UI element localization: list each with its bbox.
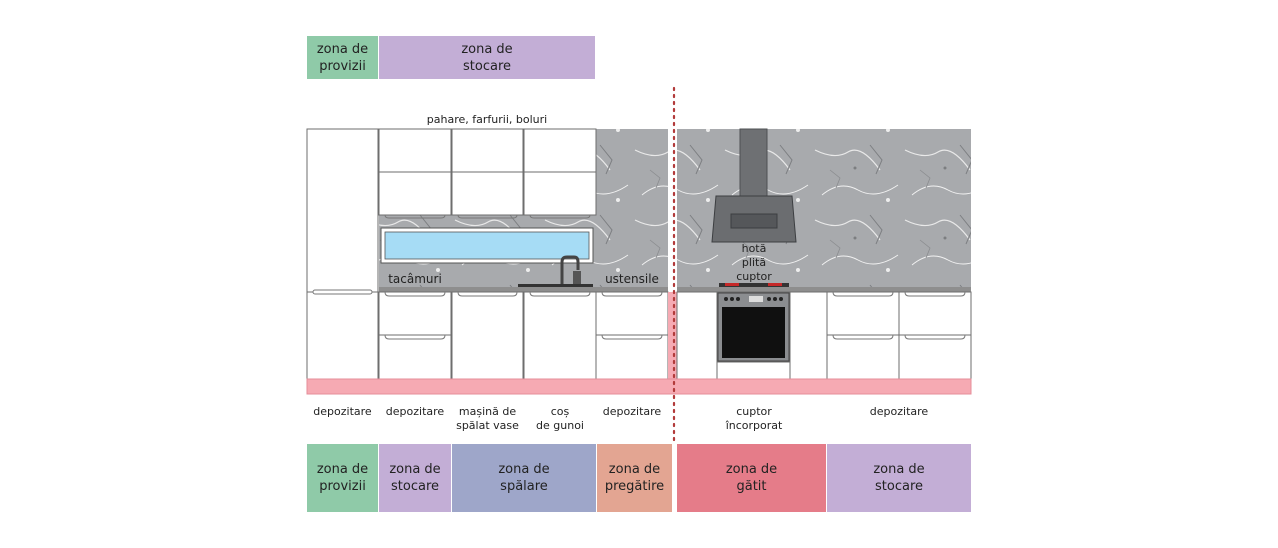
backsplash-mid: [596, 129, 668, 287]
upper-cabinet: [378, 128, 452, 173]
plinth-strip: [306, 378, 972, 395]
window-glass: [384, 231, 590, 260]
sink: [518, 284, 593, 287]
cooktop: [719, 283, 789, 287]
upper-cabinet: [451, 128, 524, 173]
top-zone-stocare: zona de stocare: [379, 36, 595, 79]
upper-cabinet: [523, 171, 597, 216]
bottom-zone-provizii: zona de provizii: [307, 444, 378, 512]
bottom-zone-gatit: zona de gătit: [677, 444, 826, 512]
hood-chimney: [739, 128, 768, 197]
filler-strip: [668, 292, 677, 379]
upper-cabinet: [378, 171, 452, 216]
base-cabinet: [676, 291, 718, 380]
bottom-zone-stocare-right: zona de stocare: [827, 444, 971, 512]
bottom-label: depozitare: [385, 405, 445, 418]
upper-cabinet: [523, 128, 597, 173]
upper-cabinet: [451, 171, 524, 216]
bottom-zone-stocare: zona de stocare: [379, 444, 451, 512]
faucet: [560, 255, 580, 287]
trash-cabinet: [523, 291, 597, 380]
label-tacamuri: tacâmuri: [388, 272, 442, 286]
label-ustensile: ustensile: [605, 272, 659, 286]
top-zone-provizii: zona de provizii: [307, 36, 378, 79]
bottom-label: depozitare: [602, 405, 662, 418]
label-hota: hotă plită cuptor: [736, 242, 772, 283]
bottom-label: coș de gunoi: [536, 405, 584, 432]
bottom-label: depozitare: [313, 405, 372, 418]
countertop-left: [379, 287, 668, 292]
oven-drawer: [716, 361, 791, 380]
bottom-label: depozitare: [869, 405, 929, 418]
countertop-right: [677, 287, 971, 292]
dishwasher-cabinet: [451, 291, 524, 380]
bottom-label: mașină de spălat vase: [456, 405, 519, 432]
bottom-label: cuptor încorporat: [725, 405, 783, 432]
base-cabinet: [789, 291, 828, 380]
bottom-zone-spalare: zona de spălare: [452, 444, 596, 512]
upper-cabinets-label: pahare, farfurii, boluri: [426, 113, 548, 126]
tall-cabinet: [306, 128, 379, 380]
bottom-zone-pregatire: zona de pregătire: [597, 444, 672, 512]
